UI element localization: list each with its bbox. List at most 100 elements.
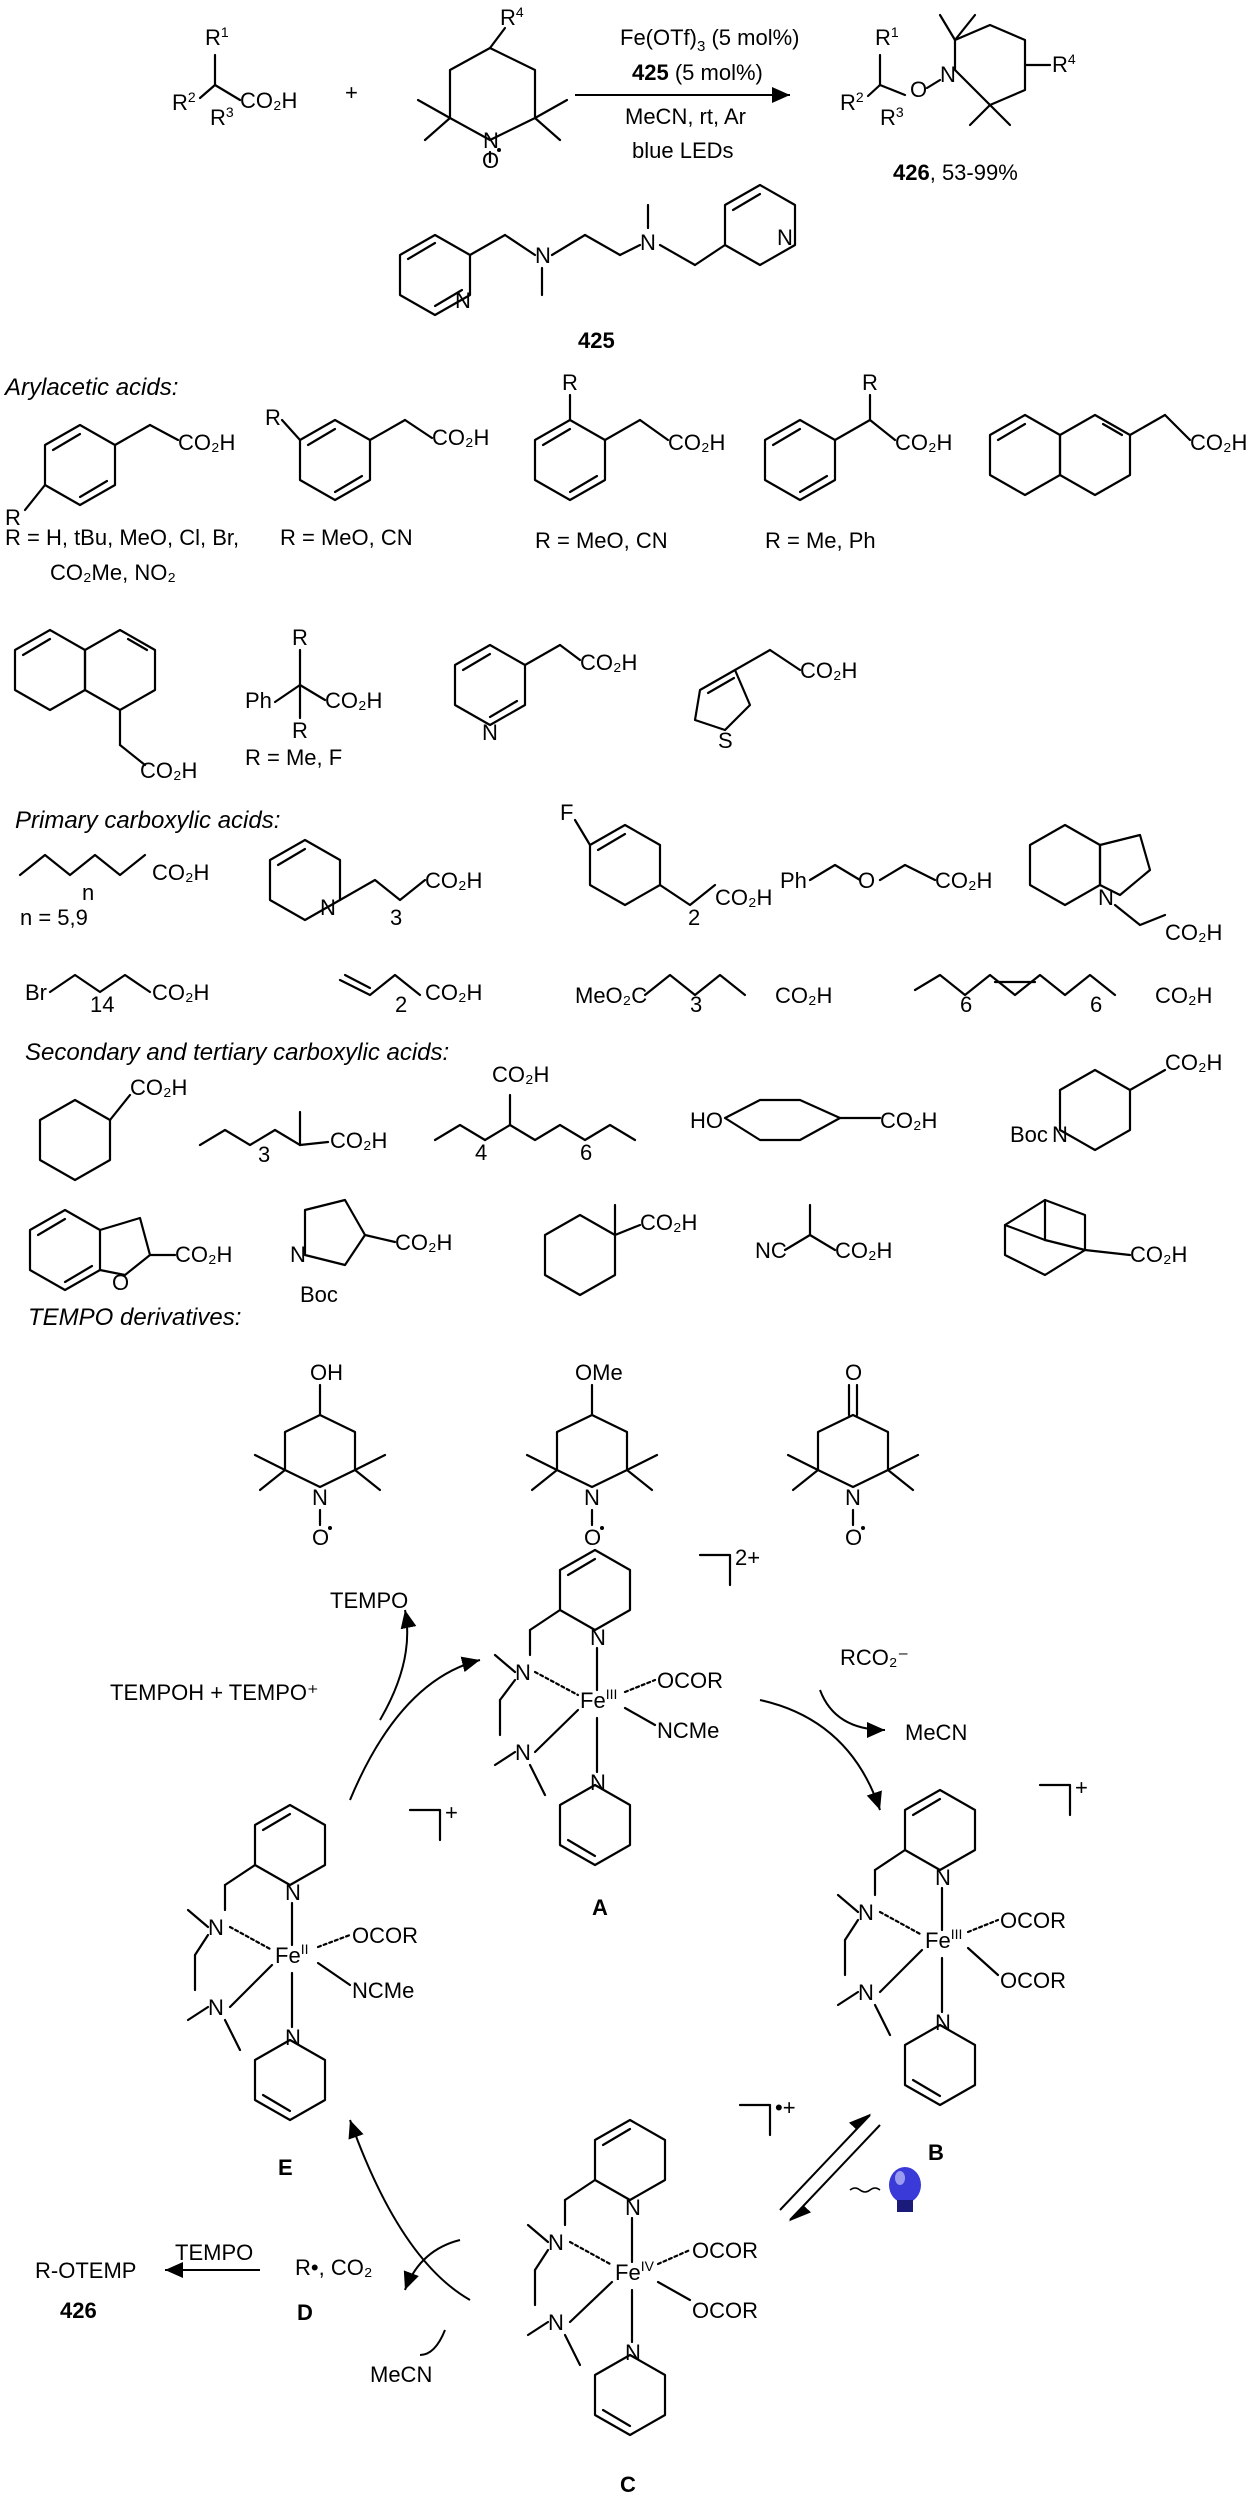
svg-text:CO₂H: CO₂H [425, 980, 482, 1005]
svg-text:F: F [560, 800, 573, 825]
svg-text:N: N [584, 1485, 600, 1510]
svg-text:N: N [548, 2310, 564, 2335]
svg-text:HO: HO [690, 1108, 723, 1133]
prim-acid-3: F 2 CO₂H [560, 800, 772, 930]
svg-text:OH: OH [310, 1360, 343, 1385]
svg-text:CO₂H: CO₂H [800, 658, 857, 683]
svg-text:3: 3 [390, 905, 402, 930]
svg-text:O: O [845, 1360, 862, 1385]
svg-text:N: N [548, 2230, 564, 2255]
svg-text:R: R [862, 370, 878, 395]
prim-acid-2: N 3 CO₂H [268, 838, 482, 930]
sec-acid-5: N Boc CO₂H [1010, 1050, 1222, 1152]
svg-text:CO₂H: CO₂H [152, 860, 209, 885]
svg-text:OCOR: OCOR [657, 1668, 723, 1693]
svg-text:R = Me, Ph: R = Me, Ph [765, 528, 876, 553]
section-primary: Primary carboxylic acids: [15, 807, 280, 834]
svg-text:R4: R4 [1052, 51, 1076, 77]
section-arylacetic: Arylacetic acids: [3, 374, 178, 401]
svg-text:TEMPOH + TEMPO⁺: TEMPOH + TEMPO⁺ [110, 1680, 319, 1705]
svg-text:N: N [845, 1485, 861, 1510]
svg-text:N: N [1098, 885, 1114, 910]
svg-text:N: N [320, 895, 336, 920]
svg-text:Ph: Ph [245, 688, 272, 713]
svg-text:O: O [482, 148, 499, 173]
svg-text:blue LEDs: blue LEDs [632, 138, 734, 163]
complex-B: N N N N FeIII OCOR OCOR + B [836, 1775, 1088, 2165]
tempo-oh: OH N O [253, 1360, 387, 1550]
svg-text:TEMPO: TEMPO [175, 2240, 253, 2265]
svg-text:R = H, tBu, MeO, Cl, Br,: R = H, tBu, MeO, Cl, Br, [5, 525, 239, 550]
svg-text:4: 4 [475, 1140, 487, 1165]
svg-text:Ph: Ph [780, 868, 807, 893]
svg-text:CO₂H: CO₂H [580, 650, 637, 675]
svg-text:E: E [278, 2155, 293, 2180]
svg-text:3: 3 [258, 1142, 270, 1167]
svg-text:2+: 2+ [735, 1545, 760, 1570]
svg-text:CO₂H: CO₂H [395, 1230, 452, 1255]
svg-text:N: N [858, 1980, 874, 2005]
svg-text:OCOR: OCOR [1000, 1908, 1066, 1933]
svg-text:N: N [482, 720, 498, 745]
aryl-acid-8: N CO₂H [453, 643, 637, 745]
svg-text:426: 426 [60, 2298, 97, 2323]
svg-text:N: N [515, 1740, 531, 1765]
acid-reactant: R1 R2 R3 CO₂H [172, 24, 297, 130]
svg-text:N: N [935, 2010, 951, 2035]
svg-text:CO₂H: CO₂H [178, 430, 235, 455]
complex-A: N N N N FeIII OCOR NCMe 2+ A [493, 1545, 760, 1920]
sec-acid-8: CO₂H [543, 1203, 697, 1297]
svg-text:O: O [845, 1525, 862, 1550]
svg-text:CO₂H: CO₂H [425, 868, 482, 893]
svg-text:6: 6 [580, 1140, 592, 1165]
svg-text:R = Me, F: R = Me, F [245, 745, 342, 770]
svg-text:N: N [208, 1995, 224, 2020]
svg-text:N: N [535, 243, 551, 268]
aryl-acid-6: CO₂H [13, 628, 197, 783]
svg-text:FeIII: FeIII [925, 1926, 962, 1953]
ligand-425: N N N N 425 [398, 183, 797, 353]
svg-text:N: N [208, 1915, 224, 1940]
svg-text:O: O [584, 1525, 601, 1550]
svg-text:Fe(OTf)3 (5 mol%): Fe(OTf)3 (5 mol%) [620, 25, 799, 55]
sec-acid-7: N Boc CO₂H [290, 1198, 452, 1307]
prim-acid-5: N CO₂H [1028, 823, 1222, 945]
aryl-acid-1: CO₂H R R = H, tBu, MeO, Cl, Br, CO₂Me, N… [5, 423, 239, 585]
sec-acid-4: HO CO₂H [690, 1098, 937, 1142]
svg-text:C: C [620, 2472, 636, 2497]
svg-text:N: N [777, 225, 793, 250]
plus-sign: + [345, 80, 358, 105]
svg-text:CO₂H: CO₂H [775, 983, 832, 1008]
prim-acid-6: Br 14 CO₂H [25, 973, 209, 1017]
svg-text:N: N [312, 1485, 328, 1510]
svg-text:R-OTEMP: R-OTEMP [35, 2258, 136, 2283]
svg-text:R = MeO, CN: R = MeO, CN [535, 528, 668, 553]
tempo-derivatives: OH N O OMe N O O [253, 1360, 920, 1550]
svg-text:CO₂H: CO₂H [1155, 983, 1212, 1008]
svg-text:NCMe: NCMe [352, 1978, 414, 2003]
svg-text:N: N [935, 1865, 951, 1890]
svg-text:+: + [445, 1800, 458, 1825]
svg-text:CO₂H: CO₂H [715, 885, 772, 910]
aryl-acid-7: Ph R R CO₂H R = Me, F [245, 625, 382, 770]
section-secondary: Secondary and tertiary carboxylic acids: [25, 1039, 449, 1066]
svg-text:O: O [112, 1270, 129, 1295]
complex-C: N N N N FeIV OCOR OCOR •+ C [526, 2095, 796, 2497]
svg-text:R = MeO, CN: R = MeO, CN [280, 525, 413, 550]
svg-text:CO₂H: CO₂H [492, 1062, 549, 1087]
svg-text:OCOR: OCOR [352, 1923, 418, 1948]
aryl-acid-4: R CO₂H R = Me, Ph [763, 370, 952, 553]
svg-text:N: N [590, 1625, 606, 1650]
svg-text:N: N [285, 1880, 301, 1905]
svg-text:N: N [1052, 1122, 1068, 1147]
svg-text:14: 14 [90, 992, 114, 1017]
svg-text:FeIV: FeIV [615, 2258, 655, 2285]
svg-text:N: N [590, 1770, 606, 1795]
svg-text:NC: NC [755, 1238, 787, 1263]
svg-text:CO₂H: CO₂H [1165, 1050, 1222, 1075]
svg-text:N: N [515, 1660, 531, 1685]
svg-text:N: N [858, 1900, 874, 1925]
svg-text:N: N [625, 2340, 641, 2365]
sec-acid-2: 3 CO₂H [198, 1110, 387, 1167]
